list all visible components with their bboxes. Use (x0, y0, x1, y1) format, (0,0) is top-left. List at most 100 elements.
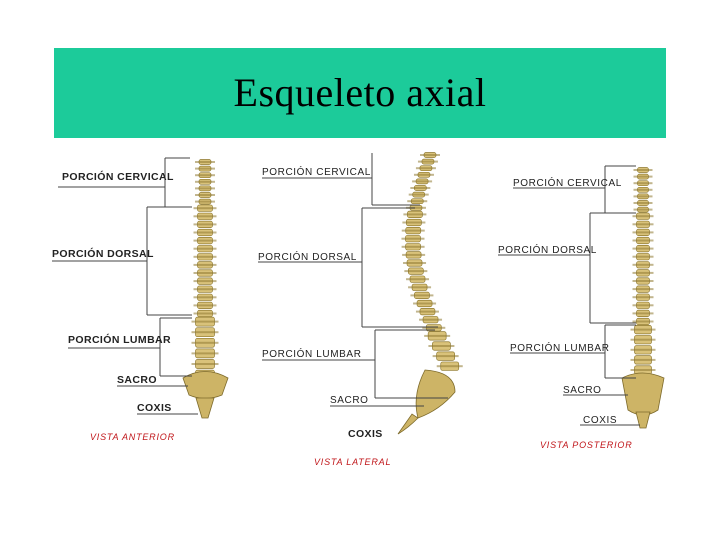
lateral-vertebra-process (410, 187, 430, 189)
lateral-vertebra-process (404, 270, 427, 272)
anterior-vertebra-process (194, 272, 217, 274)
posterior-vertebra-process (633, 264, 654, 266)
lateral-vertebra-process (401, 238, 424, 240)
anterior-vertebra-process (192, 342, 219, 344)
lateral-vertebra-process (402, 246, 425, 248)
anterior-vertebra-process (192, 321, 219, 323)
lateral-vertebra-process (403, 262, 426, 264)
lateral-vertebra-process (406, 278, 429, 280)
lateral-label-coxis: COXIS (348, 428, 383, 440)
anterior-vertebra-process (195, 174, 215, 176)
lateral-vertebra-process (402, 230, 425, 232)
posterior-vertebra-process (634, 202, 653, 204)
anterior-vertebra-process (194, 256, 217, 258)
posterior-vertebra-process (634, 176, 653, 178)
posterior-vertebra-process (633, 272, 654, 274)
anterior-vertebra-process (194, 313, 217, 315)
posterior-vertebra-process (634, 182, 653, 184)
lateral-vertebra-process (410, 294, 433, 296)
anterior-vertebra-process (195, 187, 215, 189)
anterior-vertebra-process (194, 264, 217, 266)
lateral-vertebra-process (419, 319, 442, 321)
lateral-label-sacro: SACRO (330, 395, 369, 406)
anterior-vertebra-process (194, 207, 217, 209)
anterior-vertebra-process (194, 215, 217, 217)
lateral-label-lumbar: PORCIÓN LUMBAR (262, 347, 362, 360)
anterior-label-coxis: COXIS (137, 402, 172, 414)
posterior-vertebra-process (633, 215, 654, 217)
posterior-vertebra-process (634, 195, 653, 197)
posterior-coccyx (636, 412, 650, 428)
posterior-vertebra-process (633, 280, 654, 282)
posterior-label-dorsal: PORCIÓN DORSAL (498, 243, 597, 256)
anterior-label-cervical: PORCIÓN CERVICAL (62, 170, 174, 183)
anterior-vertebra-process (195, 201, 215, 203)
anterior-vertebra-process (194, 288, 217, 290)
posterior-vertebra-process (633, 312, 654, 314)
lateral-vertebra-process (418, 161, 438, 163)
anterior-coccyx (196, 398, 214, 418)
lateral-vertebra-process (407, 200, 427, 202)
lateral-vertebra-process (420, 154, 440, 156)
lateral-vertebra-process (408, 286, 431, 288)
posterior-vertebra-process (633, 256, 654, 258)
posterior-vertebra-process (631, 349, 656, 351)
anterior-spine-illustration (192, 160, 219, 380)
lateral-view: PORCIÓN CERVICAL PORCIÓN DORSAL PORCIÓN … (258, 153, 463, 468)
anterior-label-dorsal: PORCIÓN DORSAL (52, 247, 154, 260)
anterior-vertebra-process (195, 181, 215, 183)
posterior-vertebra-process (633, 248, 654, 250)
posterior-view: PORCIÓN CERVICAL PORCIÓN DORSAL PORCIÓN … (498, 166, 664, 450)
anterior-vertebra-process (194, 248, 217, 250)
posterior-label-lumbar: PORCIÓN LUMBAR (510, 341, 610, 354)
lateral-vertebra-process (412, 180, 432, 182)
lateral-vertebra-process (409, 194, 429, 196)
lateral-vertebra-process (416, 167, 436, 169)
lateral-vertebra-process (428, 345, 454, 347)
posterior-label-sacro: SACRO (563, 385, 602, 396)
posterior-vertebra-process (633, 288, 654, 290)
lateral-vertebra-process (433, 355, 459, 357)
posterior-vertebra-process (633, 223, 654, 225)
anterior-vertebra-process (194, 304, 217, 306)
anterior-vertebra-process (192, 352, 219, 354)
lateral-coccyx (398, 414, 418, 434)
anterior-vertebra-process (192, 363, 219, 365)
anterior-label-sacro: SACRO (117, 374, 157, 386)
lateral-label-dorsal: PORCIÓN DORSAL (258, 250, 357, 263)
posterior-vertebra-process (631, 329, 656, 331)
posterior-spine-illustration (631, 168, 656, 375)
anterior-vertebra-process (195, 161, 215, 163)
posterior-label-cervical: PORCIÓN CERVICAL (513, 176, 622, 189)
posterior-vertebra-process (631, 369, 656, 371)
lateral-caption: VISTA LATERAL (314, 457, 391, 467)
anterior-vertebra-process (194, 232, 217, 234)
posterior-vertebra-process (634, 169, 653, 171)
lateral-vertebra-process (413, 303, 436, 305)
posterior-sacrum (622, 373, 664, 415)
anterior-vertebra-process (194, 296, 217, 298)
anterior-vertebra-process (195, 194, 215, 196)
posterior-vertebra-process (631, 359, 656, 361)
anterior-vertebra-process (195, 168, 215, 170)
posterior-vertebra-process (633, 304, 654, 306)
lateral-spine-illustration (401, 153, 462, 371)
lateral-vertebra-process (416, 311, 439, 313)
anterior-view: PORCIÓN CERVICAL PORCIÓN DORSAL PORCIÓN … (52, 158, 228, 442)
posterior-vertebra-process (633, 296, 654, 298)
anterior-vertebra-process (192, 331, 219, 333)
posterior-vertebra-process (631, 339, 656, 341)
lateral-vertebra-process (403, 213, 426, 215)
anterior-vertebra-process (194, 280, 217, 282)
lateral-vertebra-process (402, 254, 425, 256)
lateral-vertebra-process (424, 335, 450, 337)
posterior-caption: VISTA POSTERIOR (540, 440, 633, 450)
anterior-caption: VISTA ANTERIOR (90, 432, 175, 442)
lateral-vertebra-process (402, 222, 425, 224)
posterior-vertebra-process (633, 231, 654, 233)
anterior-label-lumbar: PORCIÓN LUMBAR (68, 333, 171, 346)
anterior-vertebra-process (194, 240, 217, 242)
lateral-label-cervical: PORCIÓN CERVICAL (262, 165, 371, 178)
posterior-vertebra-process (633, 240, 654, 242)
